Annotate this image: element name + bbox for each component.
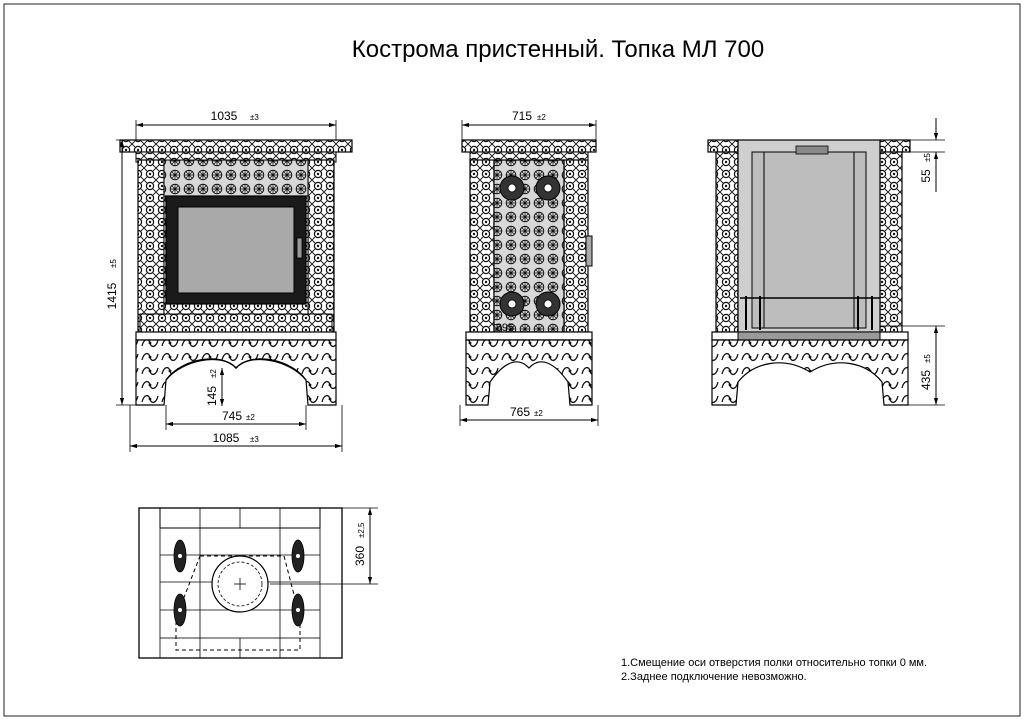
front-base-width: 1085 (213, 431, 240, 445)
section-top-offset-tol: ±5 (923, 153, 932, 162)
plan-view: 360 ±2,5 (138, 507, 378, 659)
stove-base-side (465, 339, 593, 406)
front-height: 1415 (105, 282, 119, 309)
stove-base-front (135, 339, 337, 406)
side-base-width: 765 (510, 405, 530, 419)
front-top-width-tol: ±3 (250, 113, 259, 122)
side-view: 895 715 ±2 765 ±2 (459, 109, 599, 426)
front-floor-height: 145 (205, 386, 219, 406)
door-handle (296, 237, 303, 259)
sheet-border (3, 3, 1021, 717)
stove-base-section (711, 339, 909, 406)
front-legs-inner-tol: ±2 (246, 413, 255, 422)
front-floor-height-tol: ±2 (209, 369, 218, 378)
side-door-height: 895 (496, 322, 514, 334)
section-floor-height: 435 (919, 370, 933, 390)
front-top-width: 1035 (211, 109, 238, 123)
firebox-glass (177, 206, 295, 294)
section-view: 55 ±5 435 ±5 (707, 118, 945, 406)
note-2: 2.Заднее подключение невозможно. (621, 671, 807, 683)
section-floor-height-tol: ±5 (923, 354, 932, 363)
side-handle (585, 235, 593, 267)
notes-block: 1.Смещение оси отверстия полки относител… (621, 657, 927, 683)
front-height-tol: ±5 (109, 259, 118, 268)
section-top-offset: 55 (919, 169, 933, 183)
drawing-title: Кострома пристенный. Топка МЛ 700 (352, 36, 764, 63)
side-base-width-tol: ±2 (534, 409, 543, 418)
note-1: 1.Смещение оси отверстия полки относител… (621, 657, 927, 669)
side-top-width: 715 (512, 109, 532, 123)
side-top-width-tol: ±2 (537, 113, 546, 122)
front-base-width-tol: ±3 (250, 435, 259, 444)
plan-axis-offset: 360 (353, 546, 367, 566)
plan-axis-offset-tol: ±2,5 (357, 522, 366, 538)
front-legs-inner: 745 (222, 409, 242, 423)
front-view: 1035 ±3 1415 ±5 145 ±2 745 ±2 1085 ±3 (105, 109, 353, 452)
